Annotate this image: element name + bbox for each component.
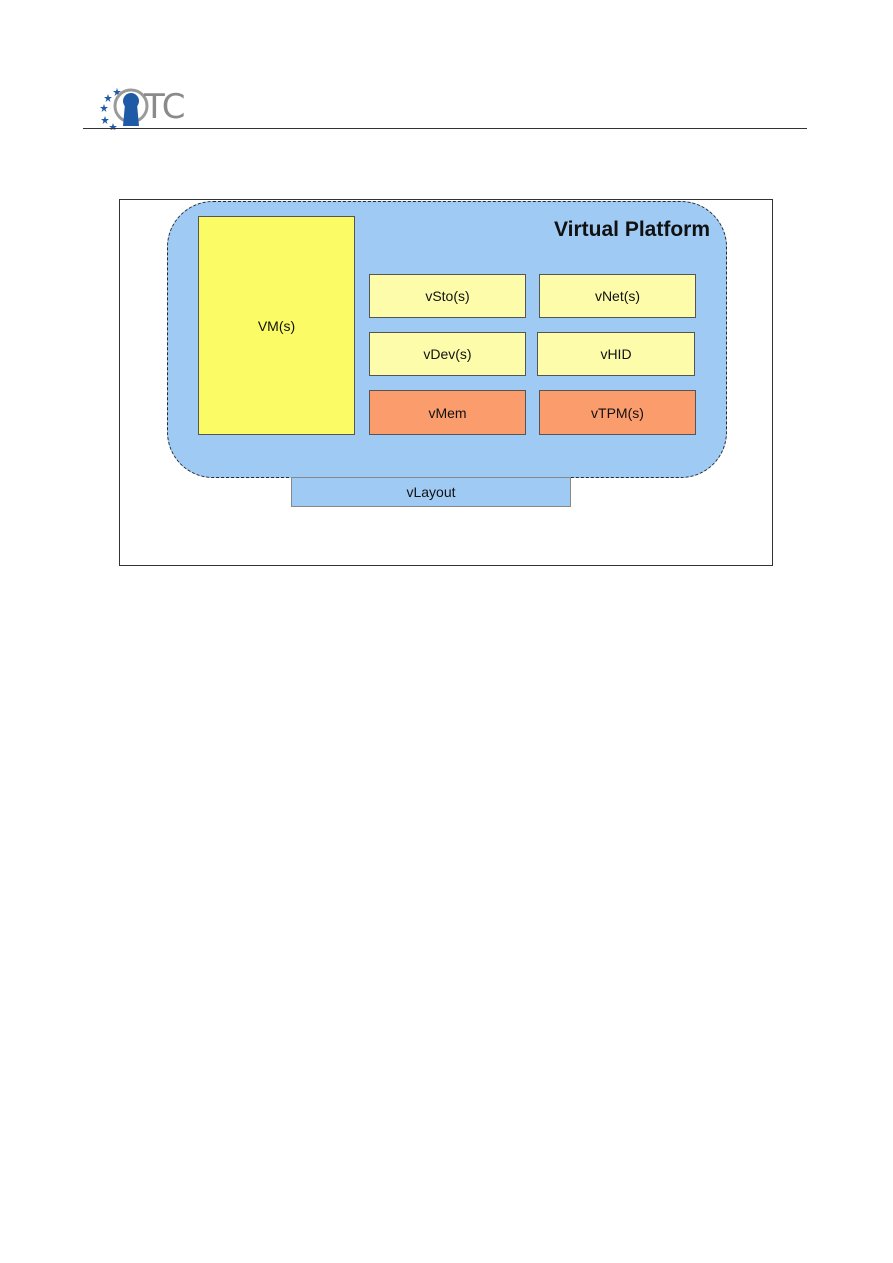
logo-text: TC — [144, 87, 186, 127]
vtpm-box: vTPM(s) — [539, 390, 696, 435]
vhid-box: vHID — [537, 332, 695, 376]
vsto-label: vSto(s) — [425, 288, 470, 304]
header-rule — [83, 128, 807, 129]
vlayout-box: vLayout — [291, 477, 571, 507]
vmem-box: vMem — [369, 390, 526, 435]
vm-box: VM(s) — [198, 216, 355, 435]
vhid-label: vHID — [600, 346, 632, 362]
star-icon — [100, 88, 121, 130]
vmem-label: vMem — [428, 404, 467, 421]
vm-label: VM(s) — [257, 317, 296, 334]
vdev-box: vDev(s) — [369, 332, 526, 376]
vnet-box: vNet(s) — [539, 274, 696, 318]
keyhole-icon — [113, 88, 149, 126]
vdev-label: vDev(s) — [423, 346, 472, 362]
virtual-platform-title: Virtual Platform — [554, 218, 710, 241]
opentc-logo — [100, 88, 149, 130]
vnet-label: vNet(s) — [594, 288, 641, 304]
vtpm-label: vTPM(s) — [591, 404, 644, 421]
vlayout-label: vLayout — [406, 484, 456, 500]
vsto-box: vSto(s) — [369, 274, 526, 318]
